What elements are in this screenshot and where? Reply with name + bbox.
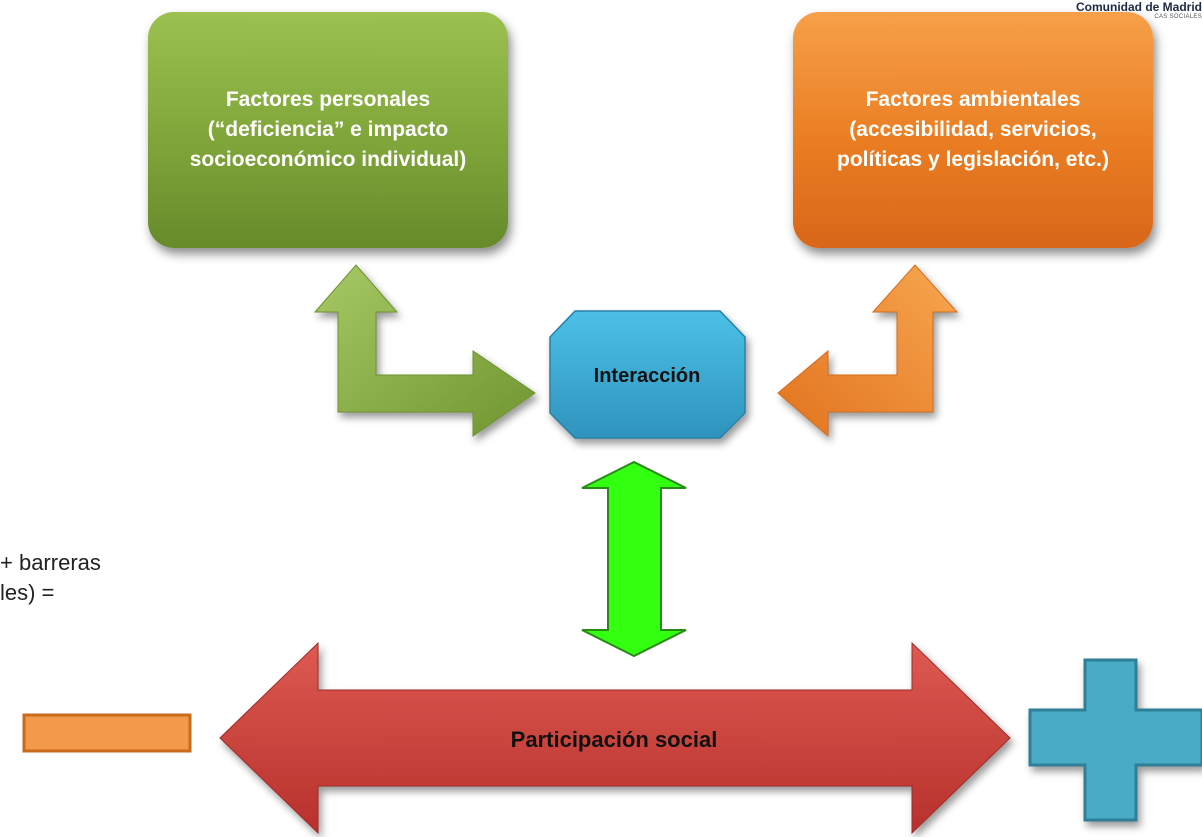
interaction-octagon [549,310,746,439]
orange-bent-arrow [777,264,959,438]
interaction-label: Interacción [594,365,701,387]
logo-subtitle: CAS SOCIALES [1154,14,1202,20]
personal-factors-box: Factores personales (“deficiencia” e imp… [148,12,508,248]
plus-sign [1028,658,1202,822]
vertical-double-arrow [581,460,687,658]
side-text: + barreras les) = [0,548,101,608]
environmental-factors-box: Factores ambientales (accesibilidad, ser… [793,12,1153,248]
logo: Comunidad de Madrid CAS SOCIALES [1022,0,1202,28]
environmental-factors-label: Factores ambientales (accesibilidad, ser… [837,88,1109,171]
personal-factors-label: Factores personales (“deficiencia” e imp… [189,88,467,171]
logo-title: Comunidad de Madrid [1076,0,1202,14]
side-text-line-2: les) = [0,580,55,605]
side-text-line-1: + barreras [0,550,101,575]
participation-double-arrow [219,641,1011,835]
green-bent-arrow [313,264,536,437]
participation-label: Participación social [511,727,718,752]
minus-sign [22,713,192,753]
